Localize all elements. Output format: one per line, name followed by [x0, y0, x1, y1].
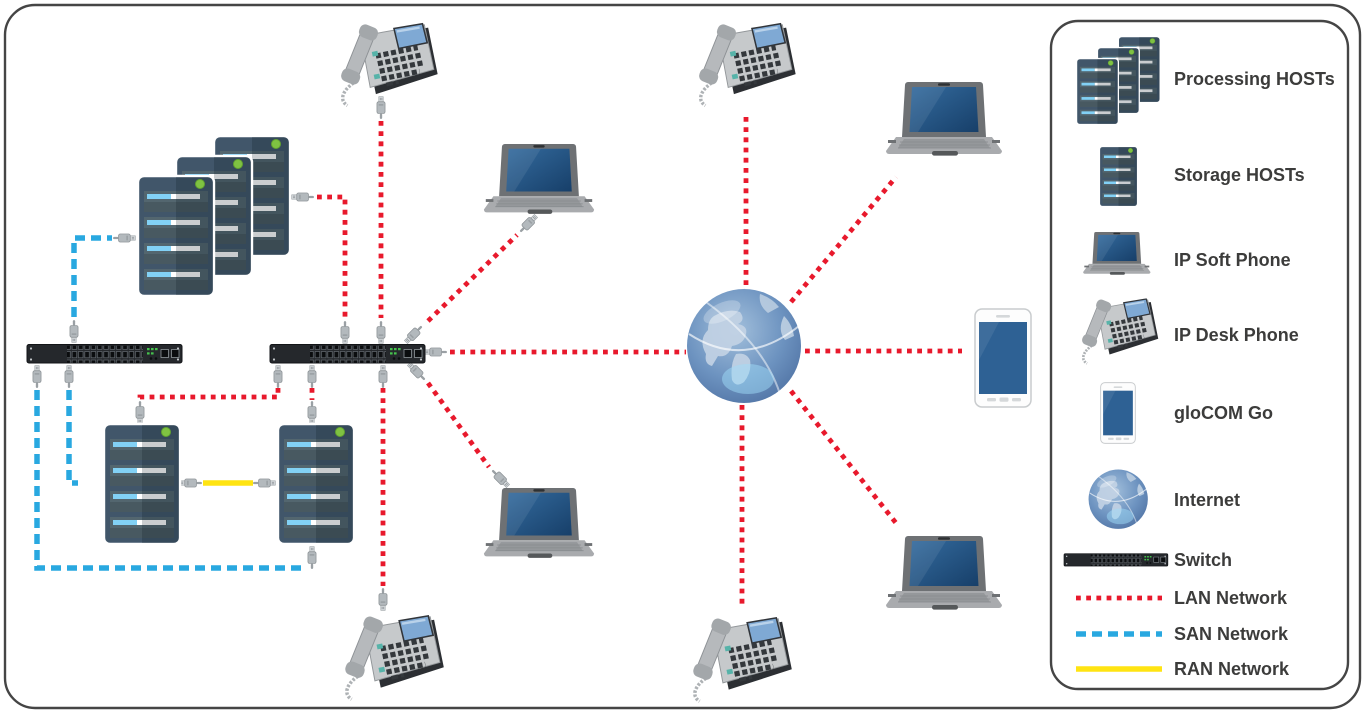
legend-panel: Processing HOSTs Storage HOSTs IP Soft P…	[1049, 19, 1350, 691]
plug-icon	[489, 467, 512, 490]
plug-icon	[273, 365, 283, 389]
processing-hosts-icon	[138, 136, 290, 296]
legend-label-ip-soft-phone: IP Soft Phone	[1174, 250, 1291, 270]
san-link-switch1-processing-hosts	[71, 235, 112, 317]
lan-link-switch2-storage1	[137, 388, 281, 400]
plug-icon	[179, 478, 203, 488]
lan-link-switch2-laptop2	[426, 381, 491, 469]
legend-label-switch: Switch	[1174, 550, 1232, 570]
plug-icon	[307, 546, 317, 570]
switch-legend-icon	[1063, 553, 1169, 567]
legend-label-processing-hosts: Processing HOSTs	[1174, 69, 1335, 89]
legend-label-internet: Internet	[1174, 490, 1240, 510]
ip-soft-phone-3-icon	[885, 81, 1003, 157]
lan-link-switch2-laptop1	[426, 233, 519, 323]
plug-icon	[32, 365, 42, 389]
storage-host-legend-icon	[1098, 145, 1139, 208]
plug-icon	[378, 587, 388, 611]
plug-icon	[112, 233, 136, 243]
canvas-border	[3, 3, 1362, 710]
ip-desk-phone-1-icon	[339, 23, 437, 106]
plug-icon	[405, 360, 428, 383]
devices	[26, 23, 1032, 702]
plug-icon	[291, 192, 315, 202]
lan-link-internet-laptop4	[789, 389, 898, 525]
storage-host-1-icon	[102, 422, 182, 546]
plug-icon	[307, 365, 317, 389]
plug-icon	[340, 320, 350, 344]
ip-desk-phone-2-icon	[697, 23, 795, 106]
legend-label-san-network: SAN Network	[1174, 624, 1289, 644]
lan-link-internet-laptop3	[789, 175, 898, 304]
switch-1-icon	[26, 344, 183, 364]
ip-desk-phone-3-icon	[343, 615, 443, 700]
switch-2-icon	[269, 344, 426, 364]
legend-label-ip-desk-phone: IP Desk Phone	[1174, 325, 1299, 345]
legend-label-storage-hosts: Storage HOSTs	[1174, 165, 1305, 185]
plug-icon	[252, 478, 276, 488]
legend-label-glocom-go: gloCOM Go	[1174, 403, 1273, 423]
lan-link-processing-hosts-switch2	[317, 194, 348, 318]
plug-icon	[69, 319, 79, 343]
ip-soft-phone-4-icon	[885, 535, 1003, 611]
plug-icon	[307, 400, 317, 424]
plug-icon	[64, 365, 74, 389]
legend-label-lan-network: LAN Network	[1174, 588, 1288, 608]
san-link-switch1-storage2	[34, 390, 304, 571]
internet-globe-icon	[686, 287, 802, 404]
plug-icon	[424, 347, 448, 357]
san-link-switch1-storage1	[66, 390, 78, 486]
glocom-go-legend-icon	[1100, 382, 1136, 444]
plug-icon	[517, 212, 540, 235]
plug-icon	[135, 400, 145, 424]
legend-label-ran-network: RAN Network	[1174, 659, 1290, 679]
ip-desk-phone-4-icon	[691, 617, 791, 702]
ip-soft-phone-2-icon	[483, 487, 595, 559]
plug-icon	[402, 323, 425, 346]
glocom-go-icon	[974, 308, 1032, 408]
storage-host-2-icon	[276, 422, 356, 546]
plug-icon	[376, 320, 386, 344]
ip-soft-phone-1-icon	[483, 143, 595, 215]
plug-icon	[376, 96, 386, 120]
network-links	[34, 117, 962, 604]
plug-icon	[378, 365, 388, 389]
